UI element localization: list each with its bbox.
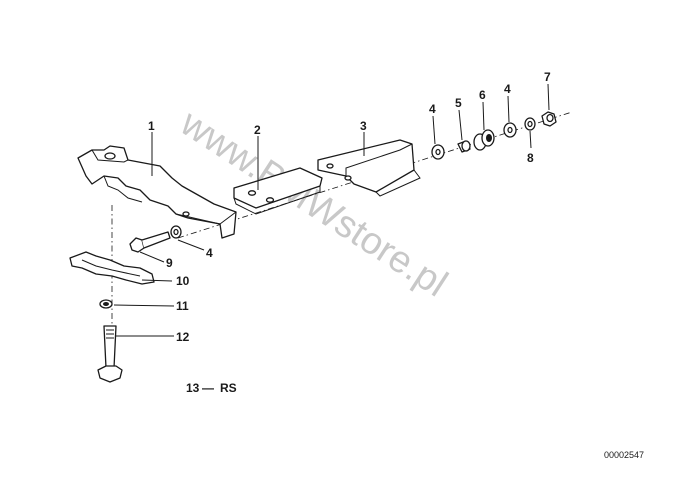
footnote-number: 13 [186,381,200,395]
part-1-bracket [77,145,237,239]
label-1: 1 [148,119,155,133]
part-4-washer-b [503,122,517,138]
label-7: 7 [544,70,551,84]
label-4-washer-c: 4 [206,246,213,260]
label-12: 12 [176,330,190,344]
label-3: 3 [360,119,367,133]
part-3-angle-bracket [317,139,421,197]
part-8-spring-washer [524,117,536,131]
footnote-dash: — [202,381,214,395]
leader-lines [113,83,550,337]
footnote-13-rs: 13 — RS [186,381,237,395]
label-8: 8 [527,151,534,165]
part-7-nut [541,111,557,127]
footnote-text: RS [220,381,237,395]
part-4-washer-c [170,225,182,239]
label-2: 2 [254,123,261,137]
label-4-washer-b: 4 [504,82,511,96]
label-11: 11 [176,299,189,313]
label-4-washer-a: 4 [429,102,436,116]
label-6: 6 [479,88,486,102]
part-4-washer-a [431,144,445,160]
part-1-bolt-hole [104,152,116,160]
part-10-clamp [69,251,155,285]
part-2-plate [233,167,323,215]
part-12-bolt [97,325,123,383]
label-10: 10 [176,274,190,288]
part-6-rubber-bushing [473,129,495,151]
label-9: 9 [166,256,173,270]
part-5-spacer [457,140,471,153]
part-11-washer [99,299,113,309]
label-5: 5 [455,96,462,110]
part-9-hex-bolt [129,231,171,253]
diagram-code: 00002547 [604,450,644,460]
